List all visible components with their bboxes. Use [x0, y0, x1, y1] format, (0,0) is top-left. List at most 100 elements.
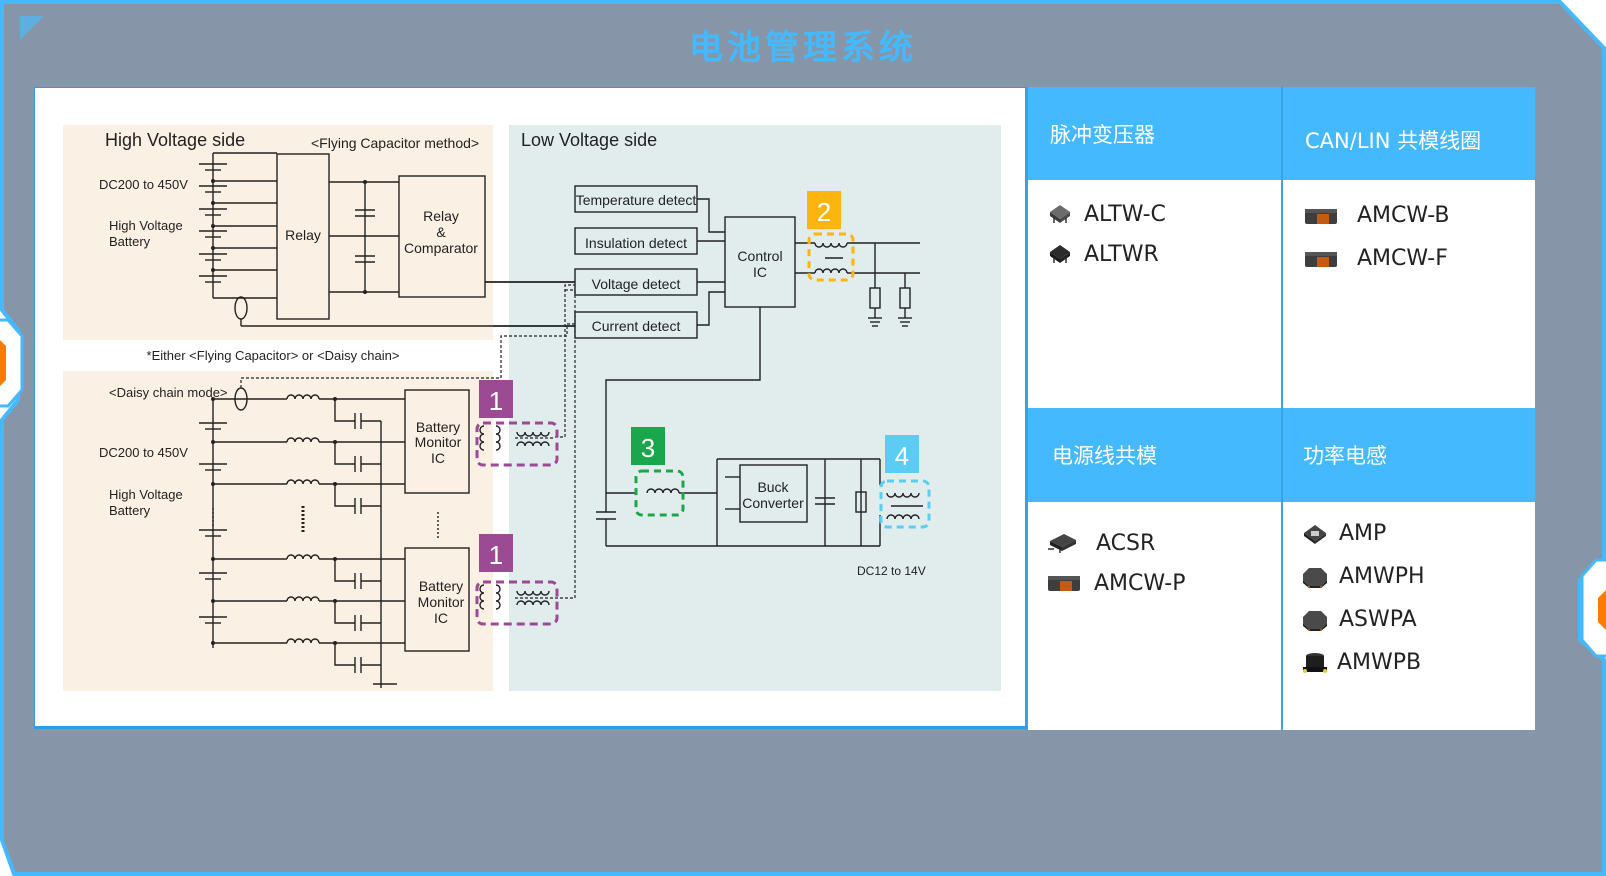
hv-side-title: High Voltage side — [105, 130, 245, 150]
coil — [886, 492, 920, 498]
junction-dot — [211, 641, 215, 645]
hv-battery-top-2: Battery — [109, 234, 151, 249]
svg-text:IC: IC — [434, 610, 448, 626]
product-item[interactable]: AMWPH — [1301, 555, 1425, 598]
highlight-pulse-transformer-2 — [475, 580, 559, 626]
product-list-can-lin-choke: AMCW-B AMCW-F — [1303, 194, 1450, 280]
badge-4: 4 — [885, 435, 919, 473]
badge-3: 3 — [631, 427, 665, 465]
product-label: ACSR — [1096, 530, 1156, 556]
shielded-inductor-icon — [1303, 610, 1327, 631]
filter-wire — [334, 643, 355, 666]
coil — [286, 554, 320, 560]
product-item[interactable]: AMCW-P — [1046, 563, 1185, 603]
svg-text:3: 3 — [641, 433, 655, 463]
coil — [286, 394, 320, 400]
junction-dot — [211, 557, 215, 561]
current-detect: Current detect — [592, 318, 681, 334]
coil — [516, 431, 550, 437]
coil — [479, 425, 485, 451]
product-label: AMCW-P — [1094, 570, 1186, 596]
svg-text:High Voltage: High Voltage — [109, 487, 183, 502]
filter-wire — [334, 484, 355, 507]
svg-text:Converter: Converter — [742, 495, 804, 511]
chip-inductor-icon — [1048, 576, 1080, 591]
buck-converter: Buck — [757, 479, 789, 495]
badge-1a: 1 — [479, 380, 513, 418]
coil — [516, 590, 550, 596]
category-header-power-inductor[interactable]: 功率电感 — [1283, 408, 1535, 502]
product-label: AMWPB — [1337, 650, 1422, 675]
product-label: ALTWR — [1084, 241, 1159, 267]
category-header-power-line-cm[interactable]: 电源线共模 — [1028, 408, 1281, 502]
coil — [516, 441, 550, 447]
filter-wire — [334, 399, 355, 422]
category-header-can-lin-choke[interactable]: CAN/LIN 共模线圈 — [1283, 87, 1535, 180]
coil — [646, 488, 680, 494]
product-list-power-line-cm: ACSR AMCW-P — [1046, 523, 1185, 603]
product-label: AMP — [1339, 521, 1387, 546]
chip-inductor-icon — [1305, 208, 1337, 224]
coil — [495, 425, 501, 451]
daisy-chain-label: <Daisy chain mode> — [109, 385, 228, 400]
highlight-power-inductor — [634, 469, 685, 517]
power-inductor-icon — [1304, 524, 1326, 544]
product-label: ALTW-C — [1084, 201, 1166, 227]
divider — [1026, 87, 1028, 730]
product-item[interactable]: ALTWR — [1046, 234, 1166, 274]
filter-wire — [334, 559, 355, 582]
product-item[interactable]: ACSR — [1046, 523, 1185, 563]
voltage-detect: Voltage detect — [592, 276, 681, 292]
coil — [814, 242, 848, 248]
right-side-tab — [1580, 558, 1606, 658]
product-item[interactable]: AMCW-F — [1303, 237, 1450, 280]
badge-1b: 1 — [479, 534, 513, 572]
common-mode-choke-icon — [1048, 534, 1076, 553]
highlight-pulse-transformer-1 — [475, 421, 559, 467]
dc-voltage-top: DC200 to 450V — [99, 177, 188, 192]
svg-text:IC: IC — [431, 450, 445, 466]
hv-flying-cap-area — [63, 125, 493, 340]
control-ic: Control — [737, 248, 782, 264]
highlight-power-cm-choke — [879, 479, 931, 529]
svg-text:Relay: Relay — [423, 208, 459, 224]
product-item[interactable]: AMCW-B — [1303, 194, 1450, 237]
product-item[interactable]: ASWPA — [1301, 598, 1425, 641]
filter-wire — [334, 601, 355, 624]
svg-text:Battery: Battery — [419, 578, 463, 594]
category-header-pulse-transformer[interactable]: 脉冲变压器 — [1028, 87, 1281, 180]
coil — [495, 584, 501, 610]
junction-dot — [211, 599, 215, 603]
product-label: AMCW-B — [1357, 203, 1450, 228]
product-list-power-inductor: AMP AMWPH ASWPA AMWPB — [1301, 512, 1425, 684]
pulse-transformer-icon — [1050, 205, 1070, 223]
diagram-panel: 1 1 2 3 4 High Voltage side <Flying Capa… — [34, 87, 1026, 729]
junction-dot — [211, 440, 215, 444]
product-item[interactable]: AMWPB — [1301, 641, 1425, 684]
flying-cap-label: <Flying Capacitor method> — [311, 135, 479, 151]
svg-text:&: & — [436, 224, 446, 240]
svg-text:Comparator: Comparator — [404, 240, 478, 256]
junction-dot — [211, 482, 215, 486]
svg-text:2: 2 — [817, 197, 831, 227]
divider — [1281, 87, 1283, 730]
product-label: AMCW-F — [1357, 246, 1448, 271]
lv-area — [509, 125, 1001, 691]
junction-dot — [211, 397, 215, 401]
coil — [814, 268, 848, 274]
temperature-detect: Temperature detect — [576, 192, 697, 208]
either-note: *Either <Flying Capacitor> or <Daisy cha… — [147, 348, 400, 363]
coil — [286, 638, 320, 644]
coil — [286, 437, 320, 443]
coil — [886, 514, 920, 520]
chip-inductor-icon — [1305, 251, 1337, 267]
product-item[interactable]: AMP — [1301, 512, 1425, 555]
hv-daisy-chain-area — [63, 371, 493, 691]
product-item[interactable]: ALTW-C — [1046, 194, 1166, 234]
corner-accent-icon — [20, 16, 44, 40]
hv-battery-top-1: High Voltage — [109, 218, 183, 233]
highlight-can-choke — [807, 232, 855, 282]
svg-text:4: 4 — [895, 441, 909, 471]
badge-2: 2 — [807, 191, 841, 229]
svg-text:IC: IC — [753, 264, 767, 280]
